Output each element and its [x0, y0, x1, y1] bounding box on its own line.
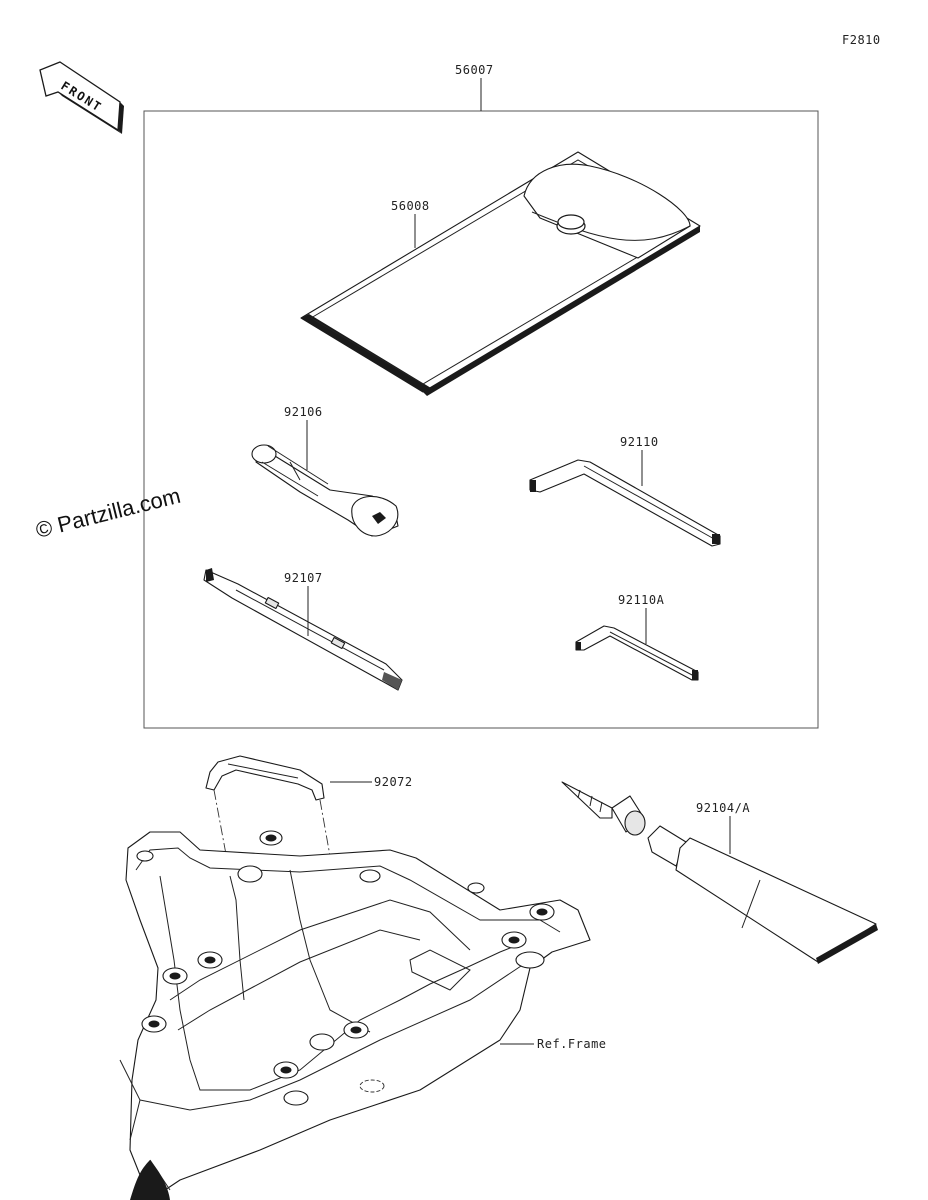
holder-band [205, 755, 325, 801]
front-arrow-icon: FRONT [39, 61, 124, 134]
screwdriver [203, 568, 403, 691]
tool-bag [300, 151, 701, 396]
part-label-92106: 92106 [284, 405, 323, 419]
tool-kit-box [143, 110, 819, 729]
part-label-56007: 56007 [455, 63, 494, 77]
handle [251, 444, 399, 537]
hex-wrench [529, 459, 721, 547]
frame-reference [119, 830, 591, 1200]
figure-code: F2810 [842, 33, 881, 47]
hex-wrench-small [575, 625, 699, 681]
repair-kit [561, 781, 878, 964]
part-label-92107: 92107 [284, 571, 323, 585]
watermark: © Partzilla.com [33, 483, 183, 543]
part-label-56008: 56008 [391, 199, 430, 213]
part-label-ref-frame: Ref.Frame [537, 1037, 607, 1051]
part-label-92072: 92072 [374, 775, 413, 789]
part-label-92110: 92110 [620, 435, 659, 449]
part-label-92104A: 92104/A [696, 801, 750, 815]
part-label-92110A: 92110A [618, 593, 665, 607]
